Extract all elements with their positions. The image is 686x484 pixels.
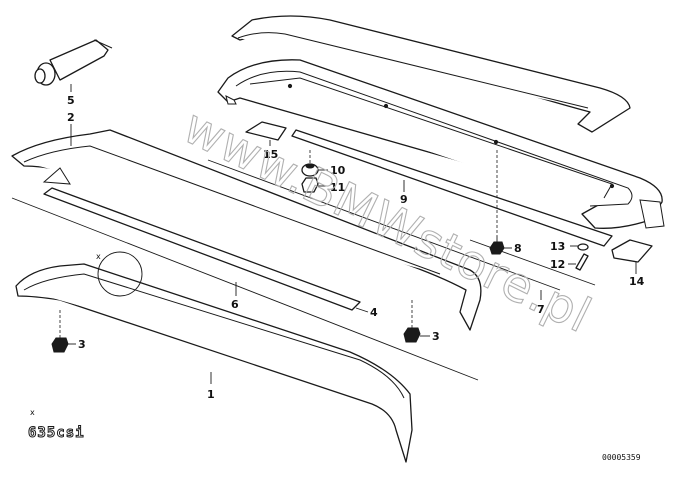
nut-3-left [51, 337, 69, 353]
upper-spoiler-top [231, 15, 631, 133]
grommet-10 [301, 163, 319, 177]
model-badge: 635csi [28, 425, 85, 441]
callout-2: 2 [67, 111, 75, 124]
callout-5: 5 [67, 94, 75, 107]
mount-hole [609, 183, 615, 189]
callout-15: 15 [263, 148, 278, 161]
washer-13 [577, 243, 589, 251]
pad-right [611, 239, 653, 263]
leader-4 [355, 307, 369, 313]
mount-hole [287, 83, 293, 89]
callout-7: 7 [537, 303, 545, 316]
callout-8: 8 [514, 242, 522, 255]
seal-strip-lower [43, 187, 361, 311]
callout-6: 6 [231, 298, 239, 311]
callout-10: 10 [330, 164, 346, 177]
note-mark: x [30, 408, 35, 417]
bottom-spoiler [15, 263, 413, 463]
boundary-line-mid [207, 159, 561, 291]
callout-3-right: 3 [432, 330, 440, 343]
callout-11: 11 [330, 181, 345, 194]
seal-strip-upper [291, 129, 613, 247]
lower-spoiler [11, 129, 482, 331]
mount-hole [383, 103, 389, 109]
callout-14: 14 [629, 275, 645, 288]
boundary-line-lower [11, 197, 479, 381]
screw-12 [575, 253, 589, 271]
callout-4: 4 [370, 306, 378, 319]
callout-3-left: 3 [78, 338, 86, 351]
nut-3-right [403, 327, 421, 343]
callout-9: 9 [400, 193, 408, 206]
catalog-number: 00005359 [602, 453, 641, 462]
detail-mark: x [96, 252, 101, 261]
callout-12: 12 [550, 258, 565, 271]
pad-left [245, 121, 287, 141]
callout-13: 13 [550, 240, 565, 253]
upper-spoiler-frame [217, 59, 665, 229]
detail-circle [97, 251, 143, 297]
nut-11 [301, 177, 319, 193]
mount-hole [493, 139, 499, 145]
adhesive-tube [34, 39, 113, 86]
callout-1: 1 [207, 388, 215, 401]
